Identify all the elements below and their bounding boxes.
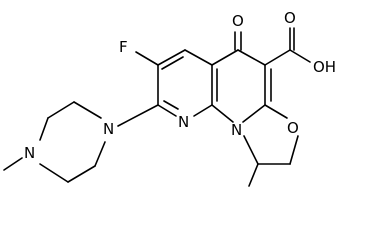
fluorine-atom: F [119,38,128,56]
bond [289,135,299,165]
bond [264,104,288,119]
bond [157,104,177,117]
bond [264,49,291,66]
bond [47,101,75,119]
bond [39,163,69,183]
bond [193,104,213,117]
bond [211,49,239,66]
bond [289,49,311,63]
bond [211,104,234,123]
bond [163,100,179,110]
pyridine-nitrogen-atom: N [178,113,189,131]
bond [94,141,106,167]
ketone-oxygen-atom: O [232,12,244,30]
bond [39,117,49,141]
hydroxyl-group: OH [313,58,336,76]
bond [157,49,186,66]
bond [135,51,159,66]
bridgehead-nitrogen-atom: N [231,121,242,139]
structure-diagram: F O OH O N N O N N [3,9,336,187]
bond [184,49,213,66]
piperazine-nitrogen-atom: N [103,120,114,138]
bond [67,165,96,183]
bond [117,104,159,127]
bond [3,157,23,171]
acid-oxygen-atom: O [284,9,296,27]
oxazole-oxygen-atom: O [287,119,299,137]
bond [248,163,259,187]
bond [237,49,266,66]
bond [161,56,184,70]
bond [243,135,259,165]
molecule-svg: F O OH O N N O N N [3,9,336,187]
bond [73,101,102,119]
bond [242,104,266,123]
methyl-piperazine-nitrogen-atom: N [24,144,35,162]
